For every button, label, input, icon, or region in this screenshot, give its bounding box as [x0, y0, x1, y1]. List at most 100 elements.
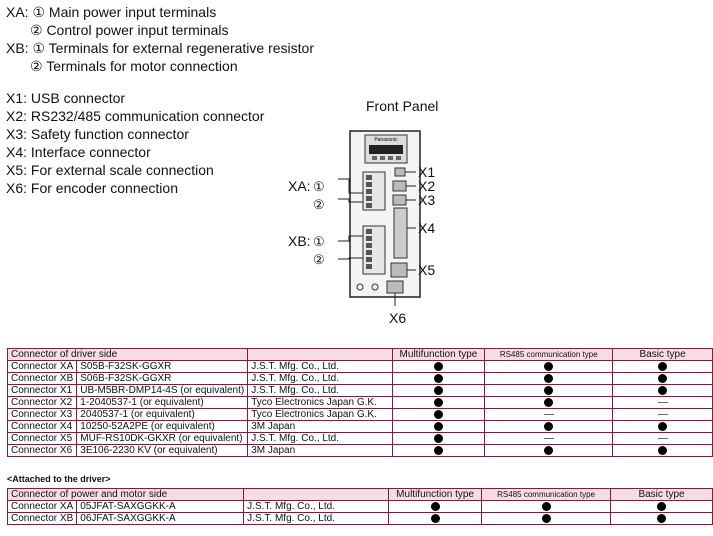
cell-mf: [388, 500, 483, 513]
supported-dot-icon: [658, 385, 668, 395]
legend-xa-2: ② Control power input terminals: [30, 22, 229, 38]
front-panel-title: Front Panel: [366, 98, 438, 114]
header-rs485: RS485 communication type: [481, 488, 612, 501]
cell-maker: J.S.T. Mfg. Co., Ltd.: [247, 432, 393, 445]
cell-part: S06B-F32SK-GGXR: [76, 372, 249, 385]
supported-dot-icon: [430, 513, 440, 523]
supported-dot-icon: [430, 501, 440, 511]
connector-legend: XA: ① Main power input terminals ② Contr…: [6, 3, 314, 197]
cell-part: 1-2040537-1 (or equivalent): [76, 396, 249, 409]
supported-dot-icon: [541, 501, 551, 511]
cell-mf: [391, 432, 486, 445]
supported-dot-icon: [657, 513, 667, 523]
brand-logo: Panasonic: [374, 137, 398, 143]
cell-rs: [484, 420, 614, 433]
label-xb: XB:: [288, 233, 311, 249]
label-x1: X1: [418, 164, 435, 180]
x5-port: [390, 262, 408, 278]
label-x6: X6: [389, 310, 406, 326]
cell-name: Connector X5: [6, 432, 78, 445]
cell-rs: [484, 360, 614, 373]
legend-x4: X4: Interface connector: [6, 144, 151, 160]
label-x5: X5: [418, 262, 435, 278]
header-connector: Connector of driver side: [6, 348, 249, 361]
label-x2: X2: [418, 178, 435, 194]
supported-dot-icon: [433, 361, 443, 371]
cell-bt: [612, 432, 713, 445]
cell-maker: 3M Japan: [247, 420, 393, 433]
cell-bt: [612, 408, 713, 421]
cell-name: Connector XA: [6, 360, 78, 373]
cell-name: Connector X4: [6, 420, 78, 433]
cell-mf: [391, 384, 486, 397]
cell-rs: [484, 444, 614, 457]
cell-maker: J.S.T. Mfg. Co., Ltd.: [247, 360, 393, 373]
supported-dot-icon: [433, 409, 443, 419]
supported-dot-icon: [544, 445, 554, 455]
cell-name: Connector X1: [6, 384, 78, 397]
cell-maker: J.S.T. Mfg. Co., Ltd.: [247, 384, 393, 397]
supported-dot-icon: [544, 385, 554, 395]
cell-part: 05JFAT-SAXGGKK-A: [76, 500, 245, 513]
legend-x5: X5: For external scale connection: [6, 162, 214, 178]
cell-part: 3E106-2230 KV (or equivalent): [76, 444, 249, 457]
cell-bt: [612, 372, 713, 385]
supported-dot-icon: [658, 361, 668, 371]
label-xa-circle-1: ①: [313, 179, 325, 194]
supported-dot-icon: [658, 445, 668, 455]
not-supported-dash-icon: [543, 413, 554, 415]
cell-mf: [391, 372, 486, 385]
cell-maker: J.S.T. Mfg. Co., Ltd.: [243, 500, 390, 513]
legend-xb-1: XB: ① Terminals for external regenerativ…: [6, 40, 314, 56]
legend-xb-2: ② Terminals for motor connection: [30, 58, 238, 74]
x2-port: [392, 180, 407, 192]
x4-port: [393, 207, 408, 259]
supported-dot-icon: [544, 373, 554, 383]
x6-port: [386, 280, 404, 294]
x1-port: [394, 167, 406, 177]
attached-subtitle: <Attached to the driver>: [7, 474, 111, 484]
supported-dot-icon: [433, 445, 443, 455]
cell-name: Connector XB: [6, 512, 78, 525]
cell-maker: J.S.T. Mfg. Co., Ltd.: [247, 372, 393, 385]
supported-dot-icon: [541, 513, 551, 523]
x3-port: [392, 194, 407, 206]
cell-name: Connector X6: [6, 444, 78, 457]
label-x4: X4: [418, 220, 435, 236]
cell-mf: [388, 512, 483, 525]
legend-xa-1: XA: ① Main power input terminals: [6, 4, 217, 20]
not-supported-dash-icon: [657, 401, 668, 403]
header-connector: Connector of power and motor side: [6, 488, 245, 501]
cell-part: 06JFAT-SAXGGKK-A: [76, 512, 245, 525]
front-panel-diagram: Front Panel Panasonic: [288, 98, 438, 326]
cell-part: S05B-F32SK-GGXR: [76, 360, 249, 373]
cell-name: Connector XA: [6, 500, 78, 513]
header-rs485: RS485 communication type: [484, 348, 614, 361]
cell-bt: [612, 420, 713, 433]
supported-dot-icon: [544, 421, 554, 431]
cell-maker: 3M Japan: [247, 444, 393, 457]
cell-part: 2040537-1 (or equivalent): [76, 408, 249, 421]
cell-mf: [391, 444, 486, 457]
cell-rs: [481, 500, 612, 513]
cell-bt: [612, 360, 713, 373]
cell-rs: [484, 432, 614, 445]
cell-maker: J.S.T. Mfg. Co., Ltd.: [243, 512, 390, 525]
cell-name: Connector X3: [6, 408, 78, 421]
cell-mf: [391, 408, 486, 421]
header-maker: [247, 348, 393, 361]
legend-x6: X6: For encoder connection: [6, 180, 178, 196]
